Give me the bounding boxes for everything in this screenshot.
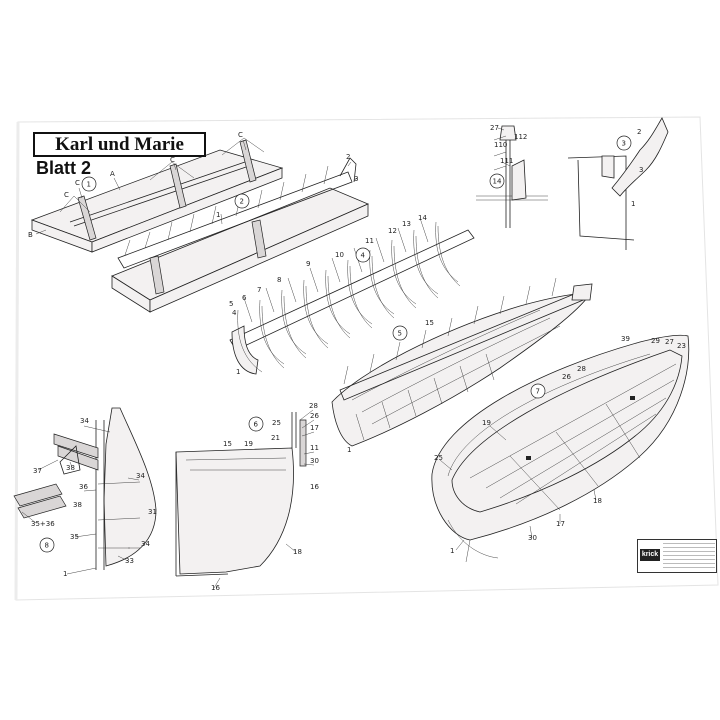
label: 25 [272,419,281,427]
label: 9 [306,260,310,268]
figure-4-frames-assembly [229,217,475,375]
manufacturer-logo-block: krick [637,539,717,573]
label: 6 [242,294,247,302]
figure-6-side-view [175,412,307,577]
label: 26 [310,412,319,420]
label: 39 [621,335,630,343]
label: 1 [450,547,454,555]
part-labels: C C C A C B 1 2 3 2 3 1 27 112 110 111 1… [28,124,686,592]
label: 3 [639,166,643,174]
label: 26 [562,373,571,381]
leader-lines [21,127,597,589]
label: 28 [309,402,318,410]
label: 11 [310,444,319,452]
step-number-6: 6 [254,421,259,429]
sheet-subtitle: Blatt 2 [36,158,92,178]
sheet-title-text: Karl und Marie [55,134,184,155]
label: 14 [418,214,427,222]
label: 2 [637,128,641,136]
figure-14-rudder-detail [476,125,548,228]
label: 1 [631,200,635,208]
label: 13 [402,220,411,228]
label: 35+36 [31,520,55,528]
label: 31 [148,508,157,516]
label: 18 [593,497,602,505]
label: 15 [223,440,232,448]
label: 30 [310,457,319,465]
label: 10 [335,251,344,259]
step-number-4: 4 [361,252,366,260]
label: 5 [229,300,233,308]
label: 2 [346,153,350,161]
label: 34 [136,472,145,480]
figure-3-stem-detail [567,117,669,250]
label: 16 [211,584,220,592]
figure-1-building-board [30,137,284,253]
label: C [75,179,80,187]
step-number-8: 8 [45,542,49,550]
label: C [170,156,175,164]
label: C [64,191,69,199]
label: 25 [434,454,443,462]
step-number-5: 5 [398,330,402,338]
label: 111 [500,157,513,165]
label: 1 [236,368,240,376]
step-number-14: 14 [493,178,502,186]
label: 27 [490,124,499,132]
label: 28 [577,365,586,373]
label: 38 [66,464,75,472]
label: 37 [33,467,42,475]
label: 17 [556,520,565,528]
label: 34 [80,417,89,425]
step-number-1: 1 [87,181,91,189]
figure-2-keel-on-board [111,157,370,313]
label: 112 [514,133,527,141]
label: 1 [347,446,351,454]
label: 19 [482,419,491,427]
label: C [238,131,243,139]
figure-8-rudder-fittings [13,407,157,570]
label: 33 [125,557,134,565]
sheet-title: Karl und Marie [33,132,206,157]
figure-7-hull-with-deck [431,334,690,563]
label: A [110,170,115,178]
label: 38 [73,501,82,509]
label: 35 [70,533,79,541]
label: 27 [665,338,674,346]
step-number-7: 7 [536,388,540,396]
label: 11 [365,237,374,245]
label: 17 [310,424,319,432]
label: 7 [257,286,261,294]
label: 36 [79,483,88,491]
label: 21 [271,434,280,442]
krick-logo: krick [640,549,660,561]
label: 8 [277,276,281,284]
label: 1 [216,211,220,219]
label: 15 [425,319,434,327]
figure-5-planking [331,277,593,447]
label: 34 [141,540,150,548]
fine-print-lines [663,543,715,571]
step-number-2: 2 [240,198,244,206]
label: 4 [232,309,237,317]
label: 110 [494,141,507,149]
label: 30 [528,534,537,542]
label: 12 [388,227,397,235]
label: 23 [677,342,686,350]
step-markers: 1 2 3 4 5 6 7 8 14 [39,135,632,553]
label: 1 [63,570,67,578]
label: 16 [310,483,319,491]
label: 29 [651,337,660,345]
label: B [28,231,33,239]
step-number-3: 3 [622,140,626,148]
label: 19 [244,440,253,448]
paper-fold-shadow [14,121,20,601]
label: 18 [293,548,302,556]
